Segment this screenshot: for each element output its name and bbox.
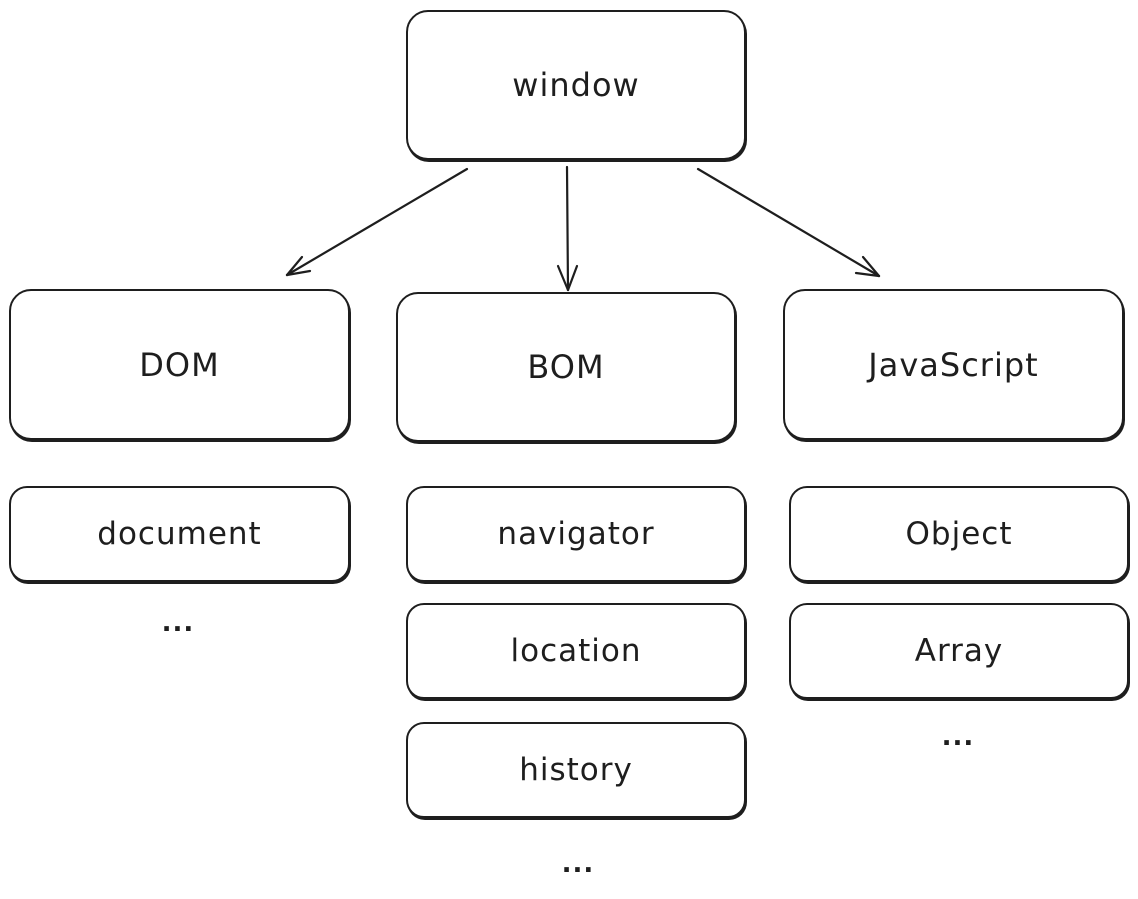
location-label: location	[510, 633, 642, 669]
dom-label: DOM	[139, 345, 220, 384]
document-label: document	[97, 516, 262, 552]
document-node: document	[9, 486, 350, 582]
bom-more-ellipsis: ...	[561, 849, 595, 879]
javascript-node: JavaScript	[783, 289, 1124, 440]
window-node: window	[406, 10, 746, 160]
window-label: window	[512, 66, 640, 104]
history-node: history	[406, 722, 746, 818]
arrow-window-to-javascript	[696, 167, 881, 278]
navigator-node: navigator	[406, 486, 746, 582]
dom-node: DOM	[9, 289, 350, 440]
array-label: Array	[914, 633, 1004, 669]
location-node: location	[406, 603, 746, 699]
bom-node: BOM	[396, 292, 736, 442]
dom-more-ellipsis: ...	[161, 608, 195, 638]
history-label: history	[519, 752, 633, 788]
object-label: Object	[905, 516, 1013, 552]
navigator-label: navigator	[497, 516, 655, 552]
arrow-window-to-dom	[285, 167, 469, 277]
javascript-label: JavaScript	[868, 345, 1039, 384]
js-more-ellipsis: ...	[941, 722, 975, 752]
array-node: Array	[789, 603, 1129, 699]
object-node: Object	[789, 486, 1129, 582]
arrow-window-to-bom	[556, 165, 579, 292]
bom-label: BOM	[527, 348, 605, 386]
